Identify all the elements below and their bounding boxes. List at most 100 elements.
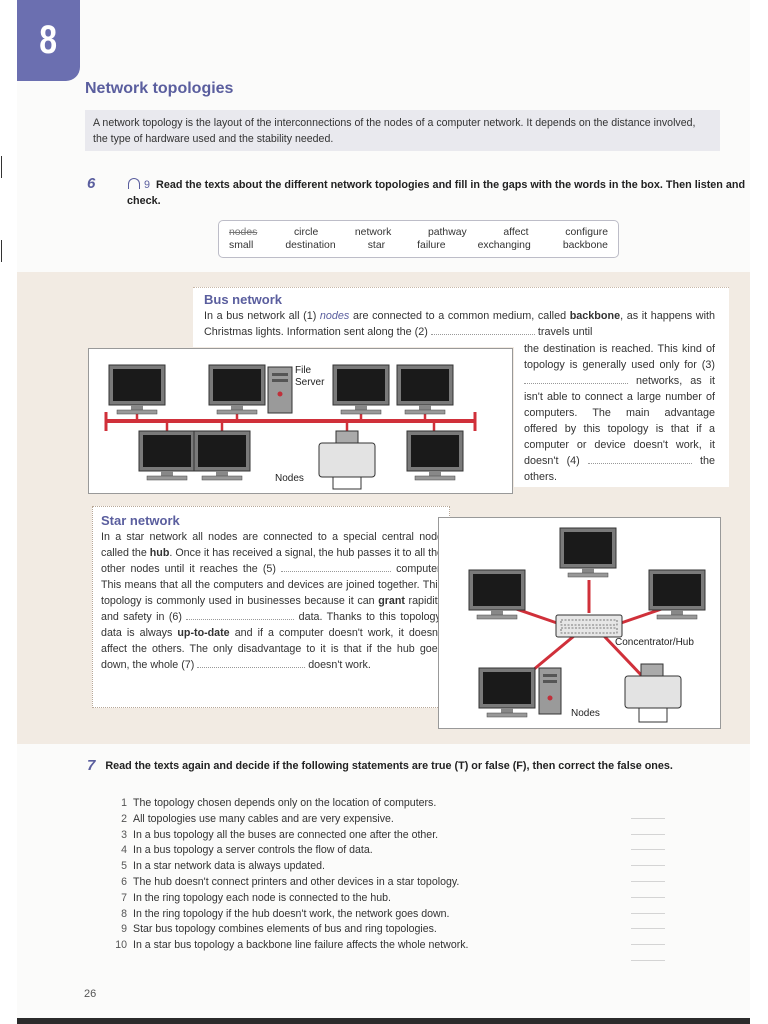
item-number: 6 [121, 875, 127, 888]
computer-node [396, 364, 454, 415]
answer-line[interactable] [631, 914, 665, 930]
textbook-page: 8 Network topologies A network topology … [17, 0, 750, 1018]
star-network-section: Star network In a star network all nodes… [92, 506, 450, 708]
bus-network-title: Bus network [204, 292, 283, 307]
intro-box: A network topology is the layout of the … [85, 110, 720, 151]
exercise-7-number: 7 [87, 757, 96, 774]
computer-tower [538, 667, 562, 715]
exercise-7-instruction: 7 Read the texts again and decide if the … [87, 758, 727, 775]
word-item: star [367, 240, 386, 251]
text-run: rapidity and safety in (6) [101, 595, 443, 623]
answer-line[interactable] [631, 850, 665, 867]
exercise-6-text: Read the texts about the different netwo… [127, 179, 746, 207]
text-run: doesn't work. [305, 659, 371, 671]
text-run: , as it happens with Christmas lights. I… [204, 310, 715, 338]
word-row-2: small destination star failure exchangin… [229, 239, 608, 252]
word-item: network [354, 227, 392, 238]
text-run: computer. This means that all the comput… [101, 563, 444, 607]
word-item: exchanging [477, 240, 531, 251]
printer-node [318, 430, 376, 490]
computer-node [138, 430, 196, 481]
answer-line[interactable] [631, 866, 665, 882]
item-number: 2 [121, 812, 127, 825]
server-label-1: File [295, 365, 312, 376]
server-label-2: Server [295, 377, 325, 388]
margin-mark [1, 156, 2, 178]
word-row-1: nodes circle network pathway affect conf… [229, 226, 608, 239]
star-link [602, 634, 646, 680]
exercise-7-text: Read the texts again and decide if the f… [105, 760, 673, 772]
word-item: nodes [229, 227, 258, 238]
text-run: . Once it has received a signal, the hub… [101, 547, 443, 575]
computer-node [478, 667, 536, 718]
gap-4[interactable] [587, 453, 692, 464]
computer-node [332, 364, 390, 415]
item-number: 3 [121, 828, 127, 841]
item-number: 1 [121, 797, 127, 809]
item-text: In the ring topology each node is connec… [133, 891, 391, 904]
item-number: 9 [121, 923, 127, 936]
item-number: 7 [121, 891, 127, 904]
page-number: 26 [84, 988, 97, 1000]
nodes-label: Nodes [571, 708, 600, 719]
computer-node [208, 364, 266, 415]
headphones-icon [127, 177, 141, 189]
word-box: nodes circle network pathway affect conf… [218, 220, 619, 258]
exercise-6-number: 6 [87, 175, 96, 192]
gap-7[interactable] [197, 657, 306, 668]
margin-mark [1, 240, 2, 262]
answer-line[interactable] [631, 803, 665, 819]
gap-2[interactable] [430, 324, 535, 335]
computer-node [559, 527, 617, 578]
computer-node [193, 430, 251, 481]
answer-line[interactable] [631, 929, 665, 946]
answer-line[interactable] [631, 945, 665, 961]
text-run: the destination is reached. This kind of… [524, 343, 715, 371]
star-network-diagram: Concentrator/Hub Nodes [438, 517, 721, 729]
item-text: In a star bus topology a backbone line f… [133, 939, 469, 952]
bus-network-side-text: the destination is reached. This kind of… [514, 340, 729, 487]
answer-line[interactable] [631, 835, 665, 851]
answer-line[interactable] [631, 882, 665, 898]
word-item: failure [417, 240, 446, 251]
list-item: 6 The hub doesn't connect printers and ot… [113, 875, 673, 891]
item-number: 10 [115, 939, 127, 952]
computer-node [406, 430, 464, 481]
item-text: In a star network data is always updated… [133, 860, 325, 873]
gap-6[interactable] [186, 609, 295, 620]
list-item: 10 In a star bus topology a backbone line… [113, 938, 673, 954]
list-item: 7 In the ring topology each node is conne… [113, 891, 673, 907]
item-text: In a bus topology all the buses are conn… [133, 828, 439, 841]
word-item: small [229, 240, 254, 251]
gap-5[interactable] [280, 561, 391, 572]
text-run: data. Thanks to this topology, data is a… [101, 611, 443, 639]
track-number: 9 [144, 179, 151, 191]
word-item: circle [293, 227, 319, 238]
list-item: 3 In a bus topology all the buses are con… [113, 828, 673, 844]
unit-tab: 8 [17, 0, 80, 81]
bus-network-section: Bus network In a bus network all (1) nod… [193, 287, 729, 347]
word-item: pathway [427, 227, 467, 238]
item-number: 8 [121, 907, 127, 920]
answer-line[interactable] [631, 819, 665, 835]
unit-number: 8 [39, 18, 58, 62]
keyword-hub: hub [149, 547, 170, 559]
text-run: travels until [534, 326, 593, 338]
item-text: The hub doesn't connect printers and oth… [133, 875, 460, 888]
nodes-label: Nodes [275, 473, 304, 484]
word-item: destination [285, 240, 336, 251]
answer-line[interactable] [631, 898, 665, 914]
text-run: are connected to a common medium, called [349, 310, 570, 322]
keyword-up-to-date: up-to-date [177, 627, 230, 639]
gap-3[interactable] [524, 373, 628, 384]
word-item: backbone [562, 240, 608, 251]
bus-side-paragraph: the destination is reached. This kind of… [524, 341, 715, 485]
bus-network-diagram: File Server Nodes [88, 348, 513, 494]
